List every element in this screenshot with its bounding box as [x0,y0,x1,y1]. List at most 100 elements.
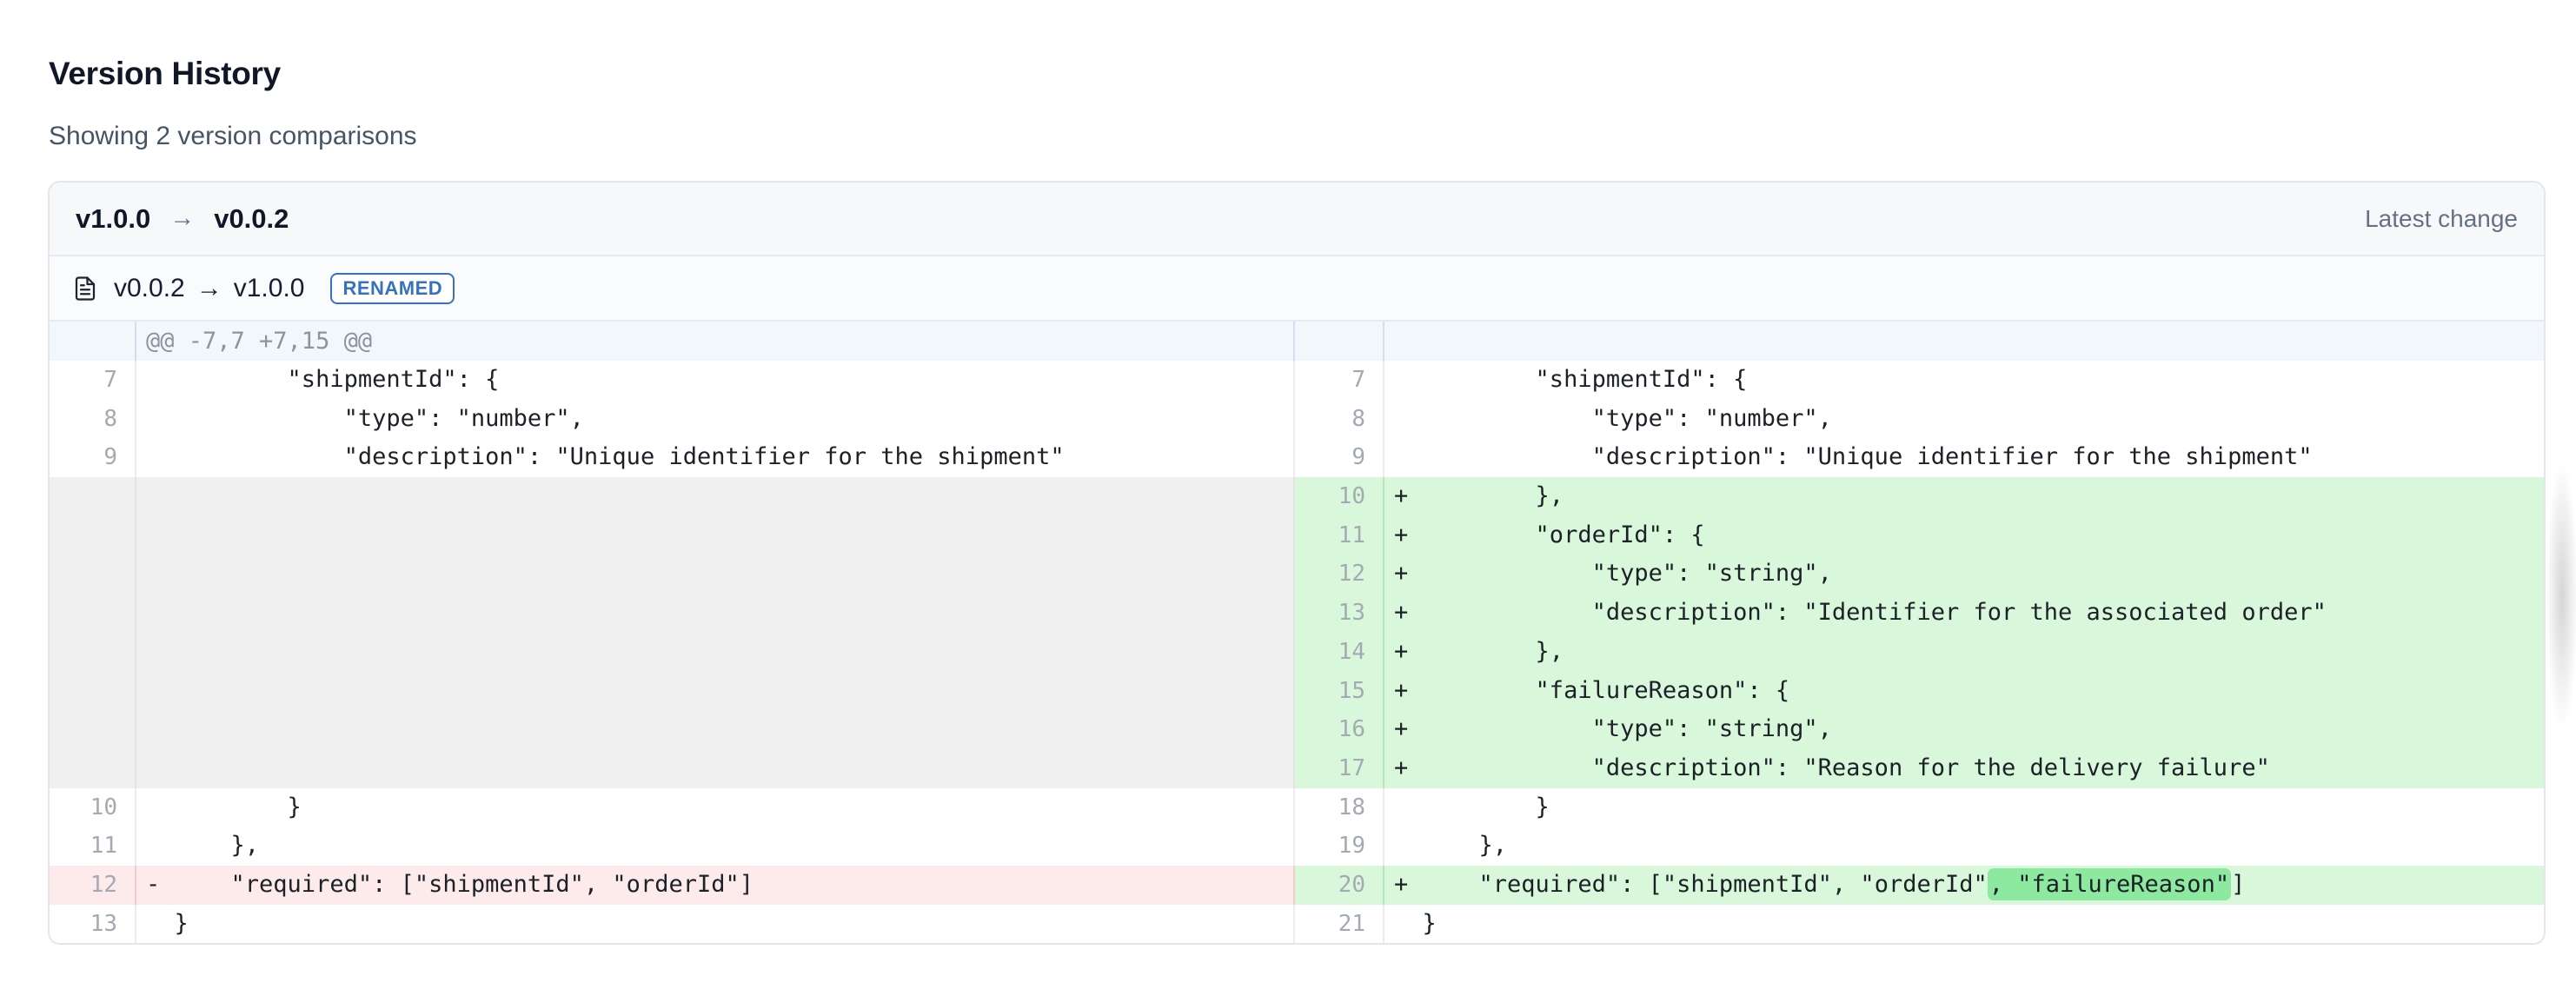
diff-row: 10+ }, [50,477,2544,516]
line-number-new: 16 [1295,710,1384,749]
diff-row: 11+ "orderId": { [50,515,2544,555]
line-number-old [50,632,136,672]
diff-hunk-row: @@ -7,7 +7,15 @@ [50,322,2544,361]
diff-row: 10 }18 } [50,787,2544,827]
diff-row: 7 "shipmentId": {7 "shipmentId": { [50,361,2544,400]
arrow-right-icon: → [169,204,196,232]
line-number-old [50,671,136,711]
header-version-from: v1.0.0 [76,203,151,234]
diff-row: 11 },19 }, [50,827,2544,866]
line-number-new: 15 [1295,671,1384,711]
line-number-old [50,515,136,555]
comparison-card-header[interactable]: v1.0.0 → v0.0.2 Latest change [50,183,2544,256]
line-number-new: 10 [1295,477,1384,516]
line-content-old: } [136,787,1295,827]
diff-row: 9 "description": "Unique identifier for … [50,438,2544,478]
line-content-new: "description": "Unique identifier for th… [1384,438,2544,478]
line-content-old [136,632,1295,672]
line-number-new: 13 [1295,594,1384,633]
line-content-new: } [1384,904,2544,943]
line-number-new: 14 [1295,632,1384,672]
line-content-new: + }, [1384,632,2544,672]
diff-row: 14+ }, [50,632,2544,672]
line-number-new: 19 [1295,827,1384,866]
header-version-to: v0.0.2 [214,203,289,234]
line-content-old: "type": "number", [136,399,1295,439]
line-number-old [50,477,136,516]
line-content-new: }, [1384,827,2544,866]
line-number-new: 12 [1295,555,1384,594]
line-number-old: 9 [50,438,136,478]
line-content-new: + "type": "string", [1384,710,2544,749]
diff-row: 16+ "type": "string", [50,710,2544,749]
diff-row: 13+ "description": "Identifier for the a… [50,594,2544,633]
line-content-new: + "type": "string", [1384,555,2544,594]
line-number-old: 12 [50,865,136,905]
line-content-new: + "required": ["shipmentId", "orderId", … [1384,865,2544,905]
line-content-new: + "description": "Reason for the deliver… [1384,748,2544,788]
diff-table: @@ -7,7 +7,15 @@7 "shipmentId": {7 "ship… [50,322,2544,943]
comparison-title: v1.0.0 → v0.0.2 [76,203,289,235]
file-version-to: v1.0.0 [233,273,305,302]
scrollbar-thumb[interactable] [2536,409,2576,782]
line-number-new: 20 [1295,865,1384,905]
line-number-new: 8 [1295,399,1384,439]
diff-row: 8 "type": "number",8 "type": "number", [50,399,2544,439]
line-content-old [136,594,1295,633]
line-content-old [136,710,1295,749]
line-content-old: "shipmentId": { [136,361,1295,400]
line-number-new: 21 [1295,904,1384,943]
line-number-new: 9 [1295,438,1384,478]
line-content-old: } [136,904,1295,943]
diff-rows: @@ -7,7 +7,15 @@7 "shipmentId": {7 "ship… [50,322,2544,943]
line-number-new: 17 [1295,748,1384,788]
line-content-new: + "description": "Identifier for the ass… [1384,594,2544,633]
diff-hunk-header: @@ -7,7 +7,15 @@ [136,322,1295,361]
file-document-icon [72,275,98,302]
page-subtitle: Showing 2 version comparisons [49,122,417,150]
hunk-spacer [1384,322,2544,361]
arrow-right-icon: → [196,273,222,302]
hunk-gutter-old [50,322,136,361]
diff-row: 17+ "description": "Reason for the deliv… [50,748,2544,788]
latest-change-label: Latest change [2365,204,2518,232]
line-number-old [50,748,136,788]
diff-row: 12- "required": ["shipmentId", "orderId"… [50,865,2544,905]
line-content-old [136,671,1295,711]
renamed-badge: RENAMED [330,272,455,304]
comparison-card: v1.0.0 → v0.0.2 Latest change v0.0.2 → v… [48,181,2546,945]
line-number-old: 10 [50,787,136,827]
line-content-old [136,748,1295,788]
hunk-gutter-new [1295,322,1384,361]
line-number-old: 13 [50,904,136,943]
file-version-from: v0.0.2 [114,273,185,302]
line-number-old [50,555,136,594]
line-content-new: + "orderId": { [1384,515,2544,555]
line-number-old: 8 [50,399,136,439]
line-content-old: }, [136,827,1295,866]
line-content-old: - "required": ["shipmentId", "orderId"] [136,865,1295,905]
line-content-new: "type": "number", [1384,399,2544,439]
line-number-old: 7 [50,361,136,400]
word-diff-highlight: , "failureReason" [1987,867,2232,900]
line-content-old [136,515,1295,555]
line-number-new: 7 [1295,361,1384,400]
line-number-new: 11 [1295,515,1384,555]
diff-row: 15+ "failureReason": { [50,671,2544,711]
line-content-new: } [1384,787,2544,827]
file-rename-label: v0.0.2 → v1.0.0 [114,274,304,303]
page-title: Version History [49,56,281,91]
line-number-new: 18 [1295,787,1384,827]
line-content-old [136,477,1295,516]
file-header[interactable]: v0.0.2 → v1.0.0 RENAMED [50,256,2544,322]
line-number-old [50,710,136,749]
line-content-new: + "failureReason": { [1384,671,2544,711]
line-content-new: "shipmentId": { [1384,361,2544,400]
diff-row: 13 }21 } [50,904,2544,943]
line-number-old [50,594,136,633]
line-content-old: "description": "Unique identifier for th… [136,438,1295,478]
line-content-new: + }, [1384,477,2544,516]
diff-row: 12+ "type": "string", [50,555,2544,594]
line-number-old: 11 [50,827,136,866]
line-content-old [136,555,1295,594]
